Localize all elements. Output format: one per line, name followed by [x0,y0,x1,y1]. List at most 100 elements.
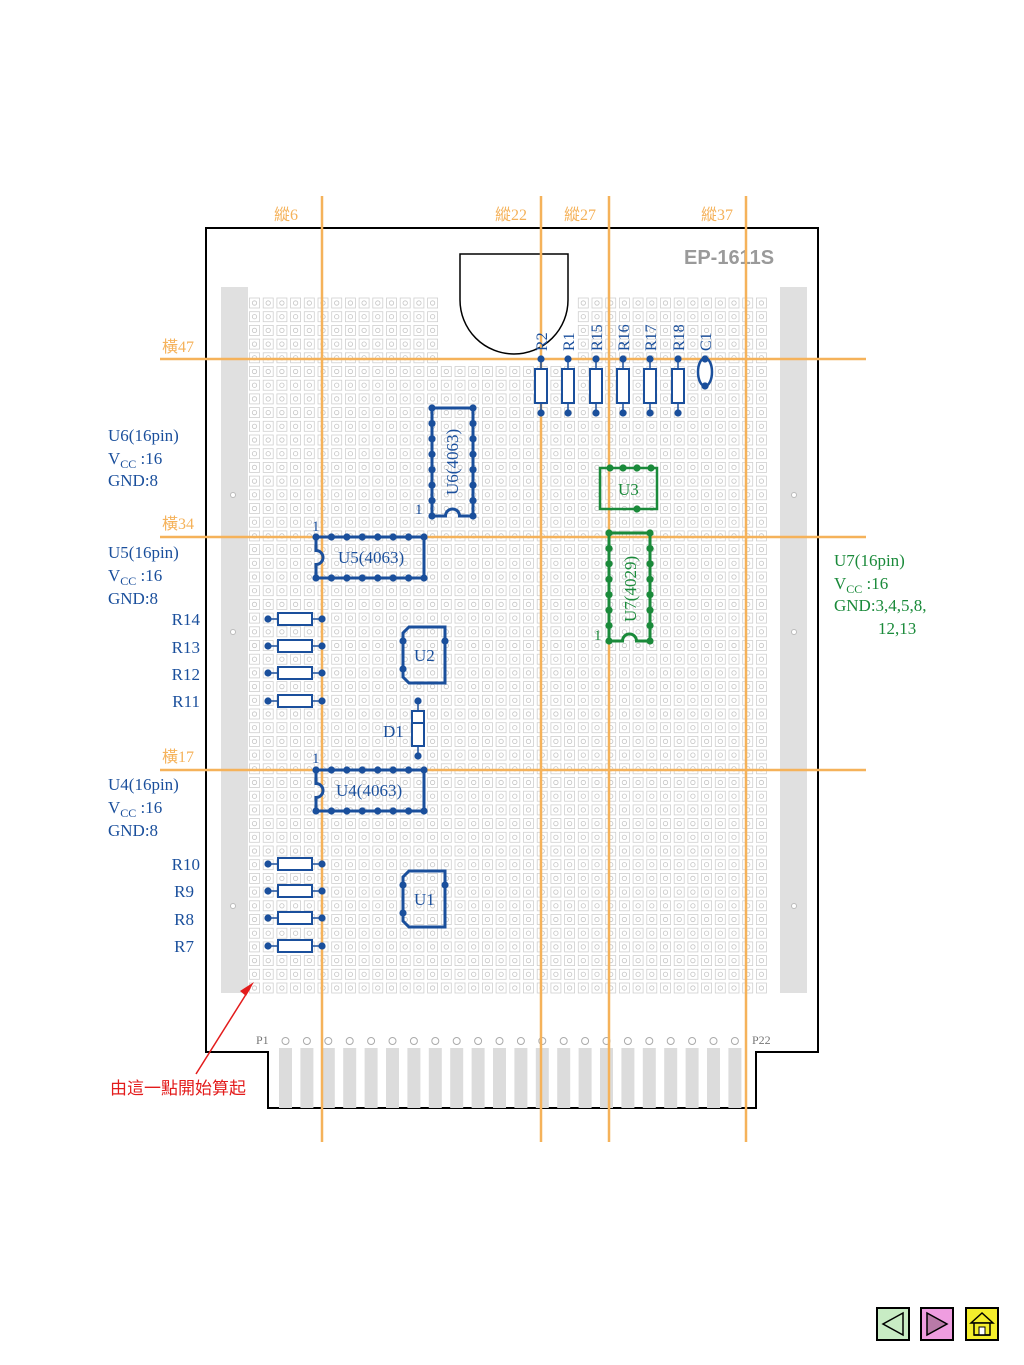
grid-hole [635,629,641,635]
grid-hole [676,848,682,854]
grid-hole [580,820,586,827]
grid-hole [731,505,737,512]
grid-hole [347,382,353,388]
grid-hole [566,752,573,758]
grid-hole [621,341,628,347]
grid-hole [690,779,696,786]
grid-hole [484,862,490,868]
grid-hole [635,930,641,936]
grid-hole [429,683,436,690]
grid-hole [292,711,299,717]
grid-hole [703,889,710,895]
grid-hole [292,930,299,936]
grid-hole [457,642,463,649]
grid-hole [635,574,641,580]
grid-hole [429,862,436,868]
grid-hole [457,382,463,388]
home-button[interactable] [965,1307,999,1341]
grid-hole [375,862,381,868]
res-label-r9: R9 [174,882,194,901]
grid-hole [703,725,710,731]
grid-hole [429,588,436,594]
rail-hole [230,629,236,635]
grid-hole [731,601,737,608]
grid-hole [498,396,504,402]
grid-hole [690,820,696,827]
grid-hole [621,752,628,758]
grid-hole [251,697,258,703]
grid-hole [402,615,408,621]
grid-hole [758,656,765,662]
grid-hole [594,820,600,827]
pin-dot [674,355,682,363]
prev-button[interactable] [876,1307,910,1341]
grid-hole [347,944,353,950]
grid-hole [443,478,449,484]
grid-hole [525,423,532,429]
grid-hole [580,601,586,608]
grid-hole [361,738,367,745]
grid-hole [484,820,490,827]
pin-dot [399,881,407,889]
grid-hole [662,875,669,882]
grid-hole [553,848,559,854]
pin-dot [428,450,436,458]
grid-hole [649,793,655,799]
grid-hole [361,409,367,416]
grid-hole [525,944,532,950]
next-button[interactable] [920,1307,954,1341]
grid-hole [566,519,573,525]
grid-hole [375,738,381,745]
grid-hole [566,930,573,936]
grid-hole [388,368,395,375]
grid-hole [457,615,463,621]
grid-hole [635,492,641,498]
grid-hole [703,875,710,882]
grid-hole [580,807,586,813]
grid-hole [388,492,395,498]
grid-hole [388,930,395,936]
grid-hole [758,985,765,991]
grid-hole [553,368,559,375]
pin-dot [318,942,326,950]
grid-hole [306,574,312,580]
grid-hole [443,601,449,608]
grid-hole [388,957,395,964]
grid-hole [251,492,258,498]
grid-hole [662,834,669,840]
grid-hole [676,683,682,690]
grid-hole [498,807,504,813]
grid-hole [402,820,408,827]
grid-hole [690,738,696,745]
grid-hole [457,505,463,512]
grid-hole [703,834,710,840]
grid-hole [621,519,628,525]
grid-hole [635,711,641,717]
grid-hole [279,464,285,470]
grid-hole [594,834,600,840]
grid-hole [498,629,504,635]
grid-hole [375,793,381,799]
grid-hole [457,451,463,457]
grid-hole [347,683,353,690]
grid-hole [566,642,573,649]
grid-hole [553,492,559,498]
grid-hole [717,478,723,484]
grid-hole [553,889,559,895]
grid-hole [251,820,258,827]
grid-hole [690,519,696,525]
grid-hole [649,697,655,703]
grid-hole [566,738,573,745]
grid-hole [388,916,395,923]
grid-hole [443,492,449,498]
grid-hole [388,656,395,662]
grid-hole [525,478,532,484]
grid-hole [402,957,408,964]
grid-hole [416,492,422,498]
grid-hole [471,793,477,799]
grid-hole [251,957,258,964]
grid-hole [512,889,518,895]
grid-hole [292,478,299,484]
grid-hole [306,601,312,608]
grid-hole [758,341,765,347]
